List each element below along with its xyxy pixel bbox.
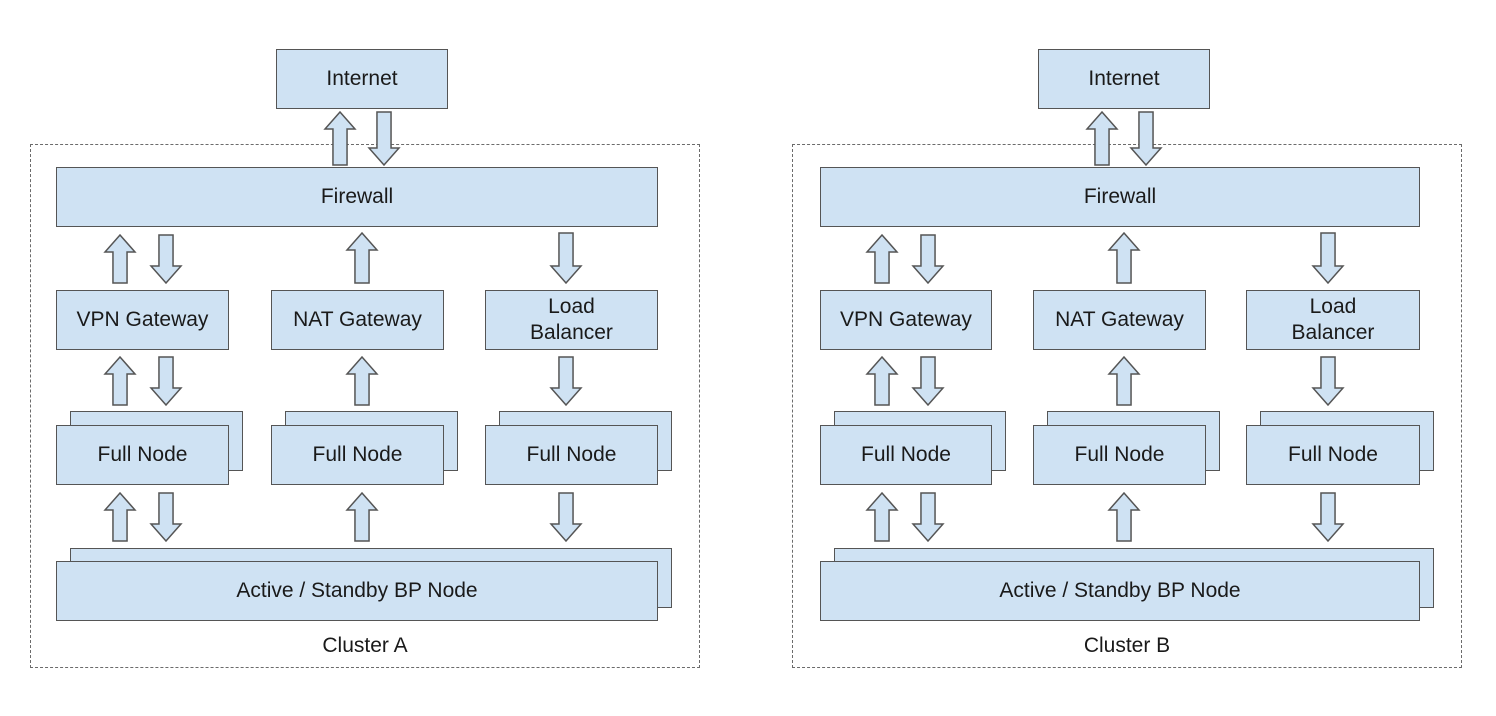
arrow-up-nat-firewall bbox=[1107, 231, 1141, 284]
cluster-caption: Cluster A bbox=[322, 634, 408, 657]
arrow-up-node-vpn bbox=[865, 355, 899, 406]
arrow-down-node-bp bbox=[911, 492, 945, 543]
load-balancer-label: Load Balancer bbox=[530, 295, 613, 344]
arrow-shape bbox=[345, 355, 379, 406]
arrow-down-internet bbox=[1129, 111, 1163, 167]
full-node-box-3: Full Node bbox=[485, 425, 658, 485]
arrow-up-bp-node bbox=[103, 491, 137, 542]
vpn-gateway-box: VPN Gateway bbox=[820, 290, 992, 350]
arrow-shape bbox=[103, 355, 137, 406]
arrow-up-bp-nat-node bbox=[345, 491, 379, 542]
full-node-box-2: Full Node bbox=[271, 425, 444, 485]
arrow-down-firewall-lb bbox=[549, 232, 583, 285]
nat-gateway-label: NAT Gateway bbox=[293, 308, 422, 331]
nat-gateway-label: NAT Gateway bbox=[1055, 308, 1184, 331]
full-node-label: Full Node bbox=[97, 443, 188, 466]
full-node-label: Full Node bbox=[312, 443, 403, 466]
load-balancer-box: Load Balancer bbox=[485, 290, 658, 350]
arrow-shape bbox=[911, 234, 945, 285]
arrow-shape bbox=[345, 231, 379, 284]
vpn-gateway-label: VPN Gateway bbox=[76, 308, 209, 331]
arrow-up-internet bbox=[323, 110, 357, 166]
arrow-shape bbox=[1107, 355, 1141, 406]
arrow-shape bbox=[103, 491, 137, 542]
firewall-box: Firewall bbox=[820, 167, 1420, 227]
arrow-down-internet bbox=[367, 111, 401, 167]
full-node-box-1: Full Node bbox=[56, 425, 229, 485]
vpn-gateway-label: VPN Gateway bbox=[840, 308, 972, 331]
arrow-down-vpn-node bbox=[149, 356, 183, 407]
nat-gateway-box: NAT Gateway bbox=[271, 290, 444, 350]
cluster-b: Internet Firewall VPN Gateway NAT Gatewa… bbox=[762, 0, 1496, 716]
arrow-shape bbox=[1311, 356, 1345, 407]
nat-gateway-box: NAT Gateway bbox=[1033, 290, 1206, 350]
bp-node-box: Active / Standby BP Node bbox=[56, 561, 658, 621]
internet-label: Internet bbox=[326, 67, 398, 90]
full-node-label: Full Node bbox=[861, 443, 951, 466]
arrow-up-nat-firewall bbox=[345, 231, 379, 284]
full-node-label: Full Node bbox=[526, 443, 617, 466]
arrow-shape bbox=[549, 232, 583, 285]
internet-box: Internet bbox=[276, 49, 448, 109]
arrow-shape bbox=[911, 492, 945, 543]
arrow-shape bbox=[1129, 111, 1163, 167]
arrow-down-vpn-node bbox=[911, 356, 945, 407]
arrow-down-lb-node bbox=[1311, 356, 1345, 407]
bp-node-label: Active / Standby BP Node bbox=[999, 579, 1241, 602]
full-node-box-3: Full Node bbox=[1246, 425, 1420, 485]
arrow-shape bbox=[367, 111, 401, 167]
arrow-up-node-nat bbox=[345, 355, 379, 406]
arrow-down-lb-node bbox=[549, 356, 583, 407]
arrow-shape bbox=[549, 492, 583, 543]
full-node-box-1: Full Node bbox=[820, 425, 992, 485]
arrow-shape bbox=[103, 233, 137, 284]
full-node-label: Full Node bbox=[1074, 443, 1165, 466]
arrow-shape bbox=[1311, 232, 1345, 285]
arrow-up-node-vpn bbox=[103, 355, 137, 406]
arrow-shape bbox=[149, 356, 183, 407]
firewall-label: Firewall bbox=[1083, 185, 1157, 208]
arrow-down-firewall-vpn bbox=[911, 234, 945, 285]
firewall-label: Firewall bbox=[320, 185, 394, 208]
arrow-down-lb-node-bp bbox=[1311, 492, 1345, 543]
arrow-down-node-bp bbox=[149, 492, 183, 543]
cluster-caption: Cluster B bbox=[1083, 634, 1171, 657]
internet-label: Internet bbox=[1088, 67, 1160, 90]
cluster-b-frame bbox=[792, 144, 1462, 668]
arrow-shape bbox=[345, 491, 379, 542]
full-node-label: Full Node bbox=[1288, 443, 1378, 466]
arrow-up-node-nat bbox=[1107, 355, 1141, 406]
arrow-down-firewall-lb bbox=[1311, 232, 1345, 285]
arrow-shape bbox=[865, 355, 899, 406]
arrow-shape bbox=[865, 233, 899, 284]
firewall-box: Firewall bbox=[56, 167, 658, 227]
internet-box: Internet bbox=[1038, 49, 1210, 109]
load-balancer-box: Load Balancer bbox=[1246, 290, 1420, 350]
vpn-gateway-box: VPN Gateway bbox=[56, 290, 229, 350]
arrow-shape bbox=[549, 356, 583, 407]
arrow-up-internet bbox=[1085, 110, 1119, 166]
load-balancer-label: Load Balancer bbox=[1291, 295, 1375, 344]
arrow-shape bbox=[1107, 491, 1141, 542]
arrow-shape bbox=[149, 234, 183, 285]
bp-node-box: Active / Standby BP Node bbox=[820, 561, 1420, 621]
arrow-shape bbox=[1085, 110, 1119, 166]
arrow-up-vpn-firewall bbox=[103, 233, 137, 284]
arrow-shape bbox=[1107, 231, 1141, 284]
full-node-box-2: Full Node bbox=[1033, 425, 1206, 485]
arrow-down-firewall-vpn bbox=[149, 234, 183, 285]
arrow-up-bp-nat-node bbox=[1107, 491, 1141, 542]
arrow-shape bbox=[865, 491, 899, 542]
arrow-shape bbox=[149, 492, 183, 543]
arrow-up-vpn-firewall bbox=[865, 233, 899, 284]
arrow-down-lb-node-bp bbox=[549, 492, 583, 543]
arrow-shape bbox=[323, 110, 357, 166]
cluster-a-frame bbox=[30, 144, 700, 668]
arrow-shape bbox=[911, 356, 945, 407]
arrow-shape bbox=[1311, 492, 1345, 543]
bp-node-label: Active / Standby BP Node bbox=[236, 579, 478, 602]
arrow-up-bp-node bbox=[865, 491, 899, 542]
cluster-a: Internet Firewall VPN Gateway NAT Gatewa… bbox=[30, 49, 700, 668]
